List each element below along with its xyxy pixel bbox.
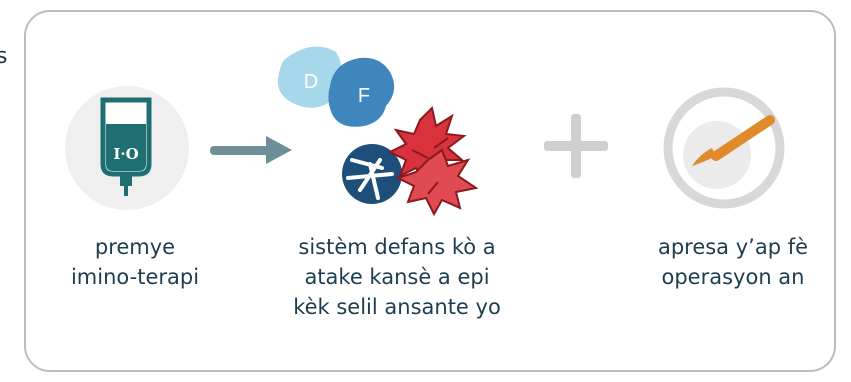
step-3-line-2: operasyon an — [661, 265, 805, 289]
step-2-caption: sistèm defans kò a atake kansè a epi kèk… — [262, 232, 532, 322]
arrow-right-icon — [210, 136, 292, 164]
step-2-line-2: atake kansè a epi — [304, 265, 490, 289]
scalpel-icon — [663, 87, 785, 209]
step-2-line-1: sistèm defans kò a — [298, 235, 496, 259]
plus-icon — [544, 114, 608, 178]
step-3-caption: apresa y’ap fè operasyon an — [618, 232, 848, 292]
antibody-d-icon: D — [277, 46, 342, 108]
step-3-line-1: apresa y’ap fè — [657, 235, 809, 259]
step-1-line-2: imino-terapi — [70, 265, 200, 289]
step-2-line-3: kèk selil ansante yo — [293, 295, 501, 319]
antibody-d-label: D — [304, 71, 318, 93]
step-1-line-1: premye — [94, 235, 176, 259]
diagram-panel — [24, 10, 836, 372]
iv-bag-label: I·O — [113, 145, 138, 163]
iv-bag-icon: I·O — [65, 86, 189, 210]
cancer-cell-icon — [387, 106, 479, 217]
immune-cell-icon — [342, 144, 402, 204]
step-1-caption: premye imino-terapi — [30, 232, 240, 292]
edge-text-fragment: s — [0, 44, 8, 69]
antibody-f-icon: F — [328, 57, 395, 127]
antibody-f-label: F — [358, 85, 370, 107]
